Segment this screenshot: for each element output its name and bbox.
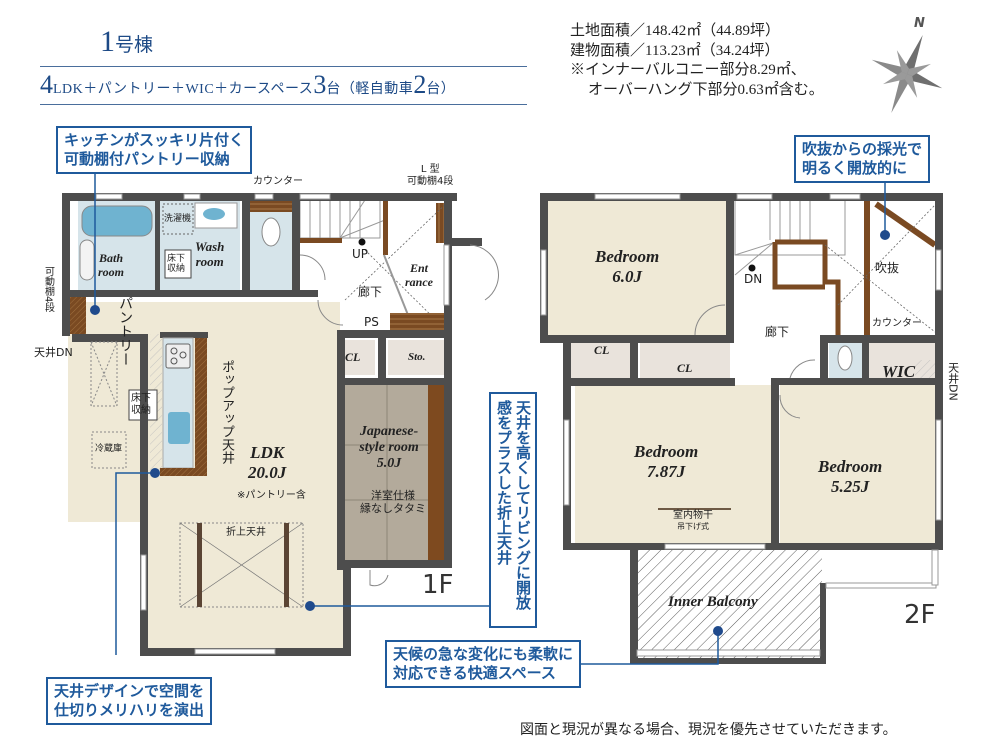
building-number: 1	[100, 25, 115, 58]
fridge-label: 冷蔵庫	[95, 444, 123, 454]
counter-label-2f: カウンター	[872, 318, 922, 329]
compass-rose-icon: N	[862, 14, 952, 114]
layout-spec: 4LDK＋パントリー＋WIC＋カースペース3台（軽自動車2台）	[40, 72, 455, 98]
callout-balcony: 天候の急な変化にも柔軟に対応できる快適スペース	[385, 640, 582, 688]
l-shelf-label: L 型可動棚4段	[407, 164, 454, 187]
building-area: 建物面積／113.23㎡（34.24坪）	[570, 42, 780, 59]
building-title: 1号棟	[100, 27, 153, 57]
indoor-drying-label: 室内物干吊下げ式	[673, 510, 713, 531]
wic-label: WIC	[882, 362, 916, 381]
spec-kei-suffix: 台）	[426, 82, 456, 97]
movable-shelf-label: 可動棚4段	[42, 266, 54, 313]
spec-car-unit: 台	[326, 82, 341, 97]
ldk-note: ※パントリー含	[237, 490, 306, 501]
north-label: N	[914, 16, 925, 31]
building-suffix: 号棟	[115, 35, 154, 56]
washer-label: 洗濯機	[164, 214, 192, 224]
spec-car-num: 3	[313, 70, 327, 99]
spec-rooms-text: LDK＋パントリー＋WIC＋カースペース	[53, 82, 314, 97]
closet-label-1f: CL	[345, 350, 361, 364]
void-label: 吹抜	[875, 261, 900, 275]
counter-label-1f: カウンター	[253, 176, 303, 187]
floor2-label: 2F	[904, 600, 936, 630]
area-info: 土地面積／148.42㎡（44.89坪） 建物面積／113.23㎡（34.24坪…	[570, 22, 824, 100]
inner-balcony-label: Inner Balcony	[668, 594, 758, 610]
floor2-plan	[540, 193, 943, 664]
dn-label: DN	[744, 272, 763, 286]
area-note-2: オーバーハング下部分0.63㎡含む。	[588, 81, 824, 98]
hallway-label-1f: 廊下	[358, 285, 383, 299]
callout-void: 吹抜からの採光で明るく開放的に	[794, 135, 931, 183]
popup-ceiling-label: ポップアップ天井	[218, 360, 234, 464]
spec-kei-prefix: （軽自動車	[340, 82, 414, 97]
floor1-label: 1F	[422, 570, 454, 600]
callout-raised-ceiling: 天井を高くしてリビングに開放感をプラスした折上天井	[489, 392, 537, 628]
closet-label-2f-b: CL	[677, 361, 693, 375]
disclaimer: 図面と現況が異なる場合、現況を優先させていただきます。	[520, 722, 897, 738]
up-label: UP	[352, 247, 369, 261]
closet-label-2f-a: CL	[594, 343, 610, 357]
pantry-label: パントリー	[117, 296, 134, 366]
ps-label: PS	[364, 315, 379, 329]
ceiling-down-label-2f: 天井DN	[946, 362, 960, 401]
area-note-1: ※インナーバルコニー部分8.29㎡、	[570, 62, 806, 78]
callout-ceiling-design: 天井デザインで空間を仕切りメリハリを演出	[46, 677, 213, 725]
land-area: 土地面積／148.42㎡（44.89坪）	[570, 23, 781, 39]
title-rule-top	[40, 66, 527, 67]
ceiling-down-label-1f: 天井DN	[34, 346, 73, 359]
floor1-plan	[62, 193, 499, 656]
callout-pantry: キッチンがスッキリ片付く可動棚付パントリー収納	[56, 126, 253, 174]
spec-rooms-num: 4	[40, 70, 53, 99]
underfloor-storage-kitchen: 床下収納	[131, 393, 151, 416]
storage-label: Sto.	[408, 351, 426, 363]
callout-leaders	[94, 172, 886, 665]
spec-kei-num: 2	[413, 70, 427, 99]
title-rule-bottom	[40, 104, 527, 105]
hallway-label-2f: 廊下	[765, 325, 790, 339]
japanese-room-note: 洋室仕様縁なしタタミ	[360, 489, 426, 515]
raised-ceiling-label: 折上天井	[226, 527, 266, 538]
underfloor-storage-wash: 床下収納	[167, 254, 186, 275]
